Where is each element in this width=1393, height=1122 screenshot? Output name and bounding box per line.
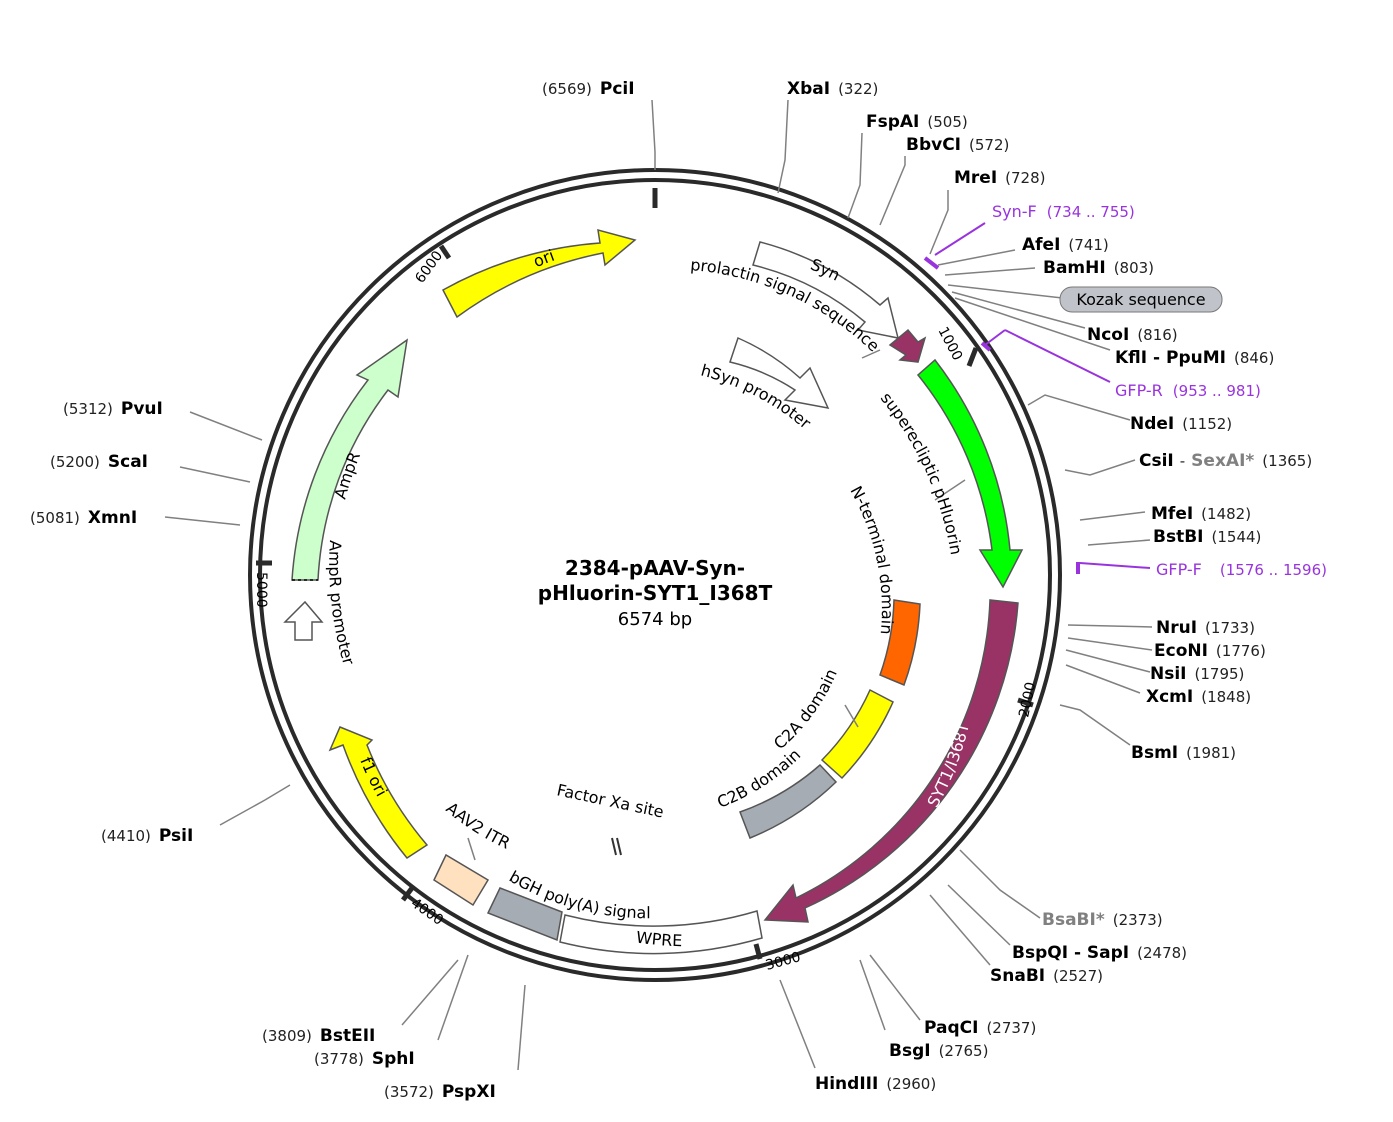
label-nterm: N-terminal domain xyxy=(847,483,897,636)
site-afei[interactable]: AfeI(741) xyxy=(1022,235,1109,255)
site-xmni[interactable]: (5081)XmnI xyxy=(30,508,137,528)
feature-hsyn[interactable] xyxy=(729,336,830,409)
site-nsii[interactable]: NsiI(1795) xyxy=(1150,664,1244,684)
site-bspqi[interactable]: BspQI - SapI(2478) xyxy=(1012,943,1187,963)
site-pcii[interactable]: (6569)PciI xyxy=(542,79,635,99)
feature-nterm[interactable] xyxy=(879,599,921,686)
tick-label-6000: 6000 xyxy=(412,248,446,286)
site-sphi[interactable]: (3778)SphI xyxy=(314,1049,415,1069)
title-line2: pHluorin-SYT1_I368T xyxy=(538,581,773,605)
feature-phluorin[interactable] xyxy=(916,358,1024,589)
site-pvui[interactable]: (5312)PvuI xyxy=(63,399,163,419)
title-line1: 2384-pAAV-Syn- xyxy=(565,556,745,580)
feature-ampr[interactable] xyxy=(291,338,409,581)
site-pspxi[interactable]: (3572)PspXI xyxy=(384,1082,496,1102)
tick-label-1000: 1000 xyxy=(934,324,965,363)
feature-c2b[interactable] xyxy=(739,763,838,839)
site-ndei[interactable]: NdeI(1152) xyxy=(1130,414,1232,434)
site-bstbi[interactable]: BstBI(1544) xyxy=(1153,527,1261,547)
site-psii[interactable]: (4410)PsiI xyxy=(101,826,193,846)
label-aav2: AAV2 ITR xyxy=(442,798,513,852)
site-bsteii[interactable]: (3809)BstEII xyxy=(262,1026,375,1046)
feature-f1-ori[interactable] xyxy=(328,726,429,859)
tick-label-5000: 5000 xyxy=(253,572,269,608)
site-ncoi[interactable]: NcoI(816) xyxy=(1087,325,1178,345)
site-xcmi[interactable]: XcmI(1848) xyxy=(1146,687,1251,707)
site-nrui[interactable]: NruI(1733) xyxy=(1156,618,1255,638)
site-snabi[interactable]: SnaBI(2527) xyxy=(990,966,1103,986)
tick-label-4000: 4000 xyxy=(408,895,446,929)
site-csii[interactable]: CsiI-SexAI*(1365) xyxy=(1139,451,1312,471)
primer-synf[interactable]: Syn-F(734 .. 755) xyxy=(992,202,1135,221)
site-scai[interactable]: (5200)ScaI xyxy=(50,452,148,472)
site-bsgi[interactable]: BsgI(2765) xyxy=(889,1041,988,1061)
tick-marks xyxy=(256,188,1034,960)
feature-syt1[interactable] xyxy=(763,599,1019,923)
kozak-badge[interactable]: Kozak sequence xyxy=(1059,286,1223,313)
site-kfli[interactable]: KflI - PpuMI(846) xyxy=(1115,348,1274,368)
site-mrei[interactable]: MreI(728) xyxy=(954,168,1046,188)
site-xbai[interactable]: XbaI(322) xyxy=(787,79,878,99)
kozak-label: Kozak sequence xyxy=(1076,290,1205,309)
plasmid-length: 6574 bp xyxy=(618,609,692,630)
primer-gfpr[interactable]: GFP-R(953 .. 981) xyxy=(1115,381,1261,400)
feature-bgh[interactable] xyxy=(486,887,563,942)
site-paqci[interactable]: PaqCI(2737) xyxy=(924,1018,1036,1038)
feature-aav2-itr[interactable] xyxy=(433,853,490,907)
label-factorxa: Factor Xa site xyxy=(555,780,665,821)
site-bsmi[interactable]: BsmI(1981) xyxy=(1131,743,1236,763)
site-labels: (6569)PciI XbaI(322) FspAI(505) BbvCI(57… xyxy=(30,79,1327,1102)
label-ampr-promoter: AmpR promoter xyxy=(325,540,358,668)
site-mfei[interactable]: MfeI(1482) xyxy=(1151,504,1251,524)
site-bbvci[interactable]: BbvCI(572) xyxy=(906,135,1009,155)
feature-wpre[interactable] xyxy=(559,910,763,955)
primer-gfpf[interactable]: GFP-F(1576 .. 1596) xyxy=(1156,560,1327,579)
feature-arcs xyxy=(283,228,1024,955)
site-leader-lines xyxy=(164,99,1153,1071)
site-bsabi[interactable]: BsaBI*(2373) xyxy=(1042,910,1163,930)
tick-label-2000: 2000 xyxy=(1016,681,1039,719)
primer-marks xyxy=(923,222,1151,574)
feature-ori[interactable] xyxy=(441,228,637,319)
site-econi[interactable]: EcoNI(1776) xyxy=(1154,641,1266,661)
site-bamhi[interactable]: BamHI(803) xyxy=(1043,258,1154,278)
site-fspai[interactable]: FspAI(505) xyxy=(866,112,968,132)
site-hindiii[interactable]: HindIII(2960) xyxy=(815,1074,936,1094)
label-c2a: C2A domain xyxy=(770,666,841,753)
plasmid-title: 2384-pAAV-Syn- pHluorin-SYT1_I368T 6574 … xyxy=(538,556,773,630)
feature-syn[interactable] xyxy=(752,241,900,339)
label-wpre: WPRE xyxy=(635,927,683,950)
feature-c2a[interactable] xyxy=(820,688,894,780)
feature-ampr-promoter[interactable] xyxy=(283,600,324,641)
